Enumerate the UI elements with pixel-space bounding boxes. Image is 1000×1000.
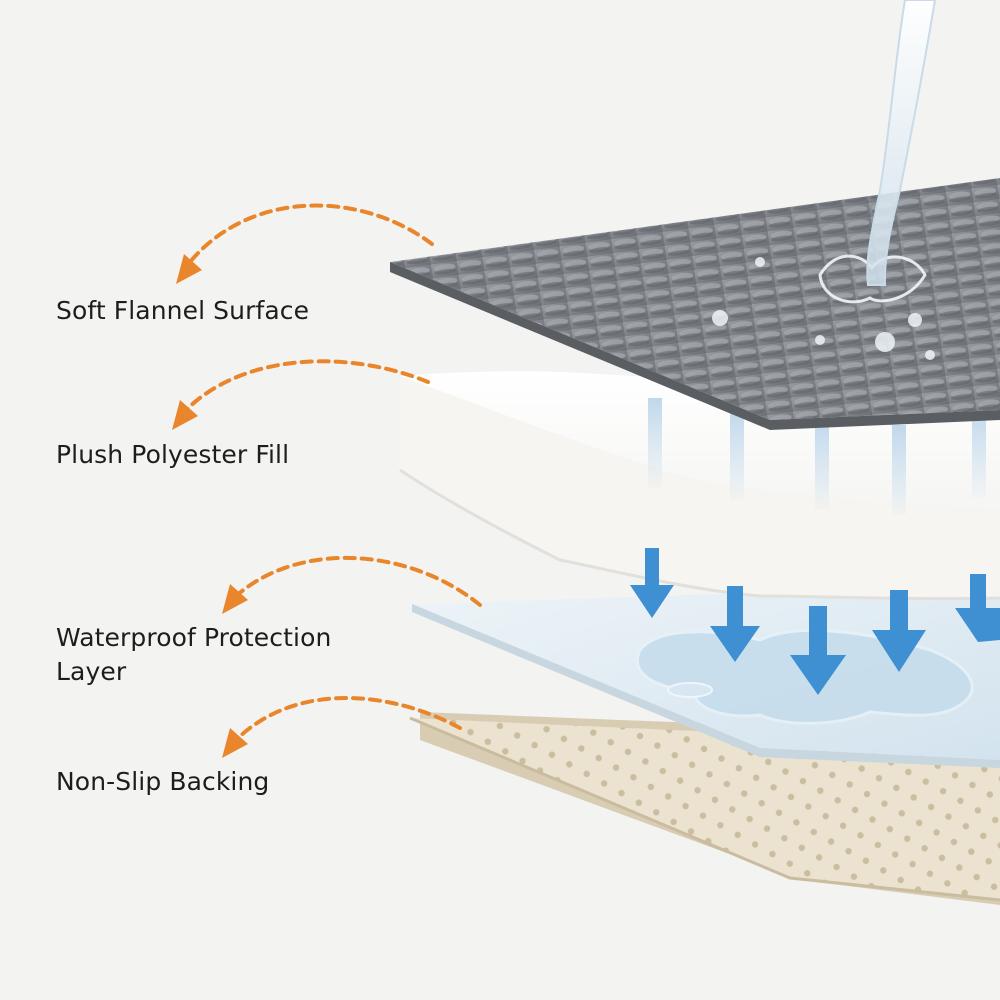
down-arrow-icon [710, 586, 760, 662]
down-arrow-icon [872, 590, 926, 672]
curved-dashed-arrow-icon [234, 555, 482, 607]
annotation-arrowheads [172, 254, 248, 758]
down-arrow-icon [955, 574, 1000, 642]
curved-dashed-arrow-icon [188, 203, 434, 264]
annotation-arrows [184, 203, 482, 742]
fill-layer [399, 371, 1000, 601]
label-waterproof-protection-layer: Waterproof Protection Layer [56, 623, 332, 686]
label-soft-flannel-surface: Soft Flannel Surface [56, 296, 310, 325]
label-plush-polyester-fill: Plush Polyester Fill [56, 440, 290, 469]
curved-dashed-arrow-icon [184, 359, 430, 412]
down-arrow-icon [630, 548, 674, 618]
curved-dashed-arrow-icon [234, 696, 462, 742]
down-arrow-icon [790, 606, 846, 695]
flannel-layer [390, 178, 1000, 430]
water-stream-icon [866, 0, 937, 286]
label-non-slip-backing: Non-Slip Backing [56, 767, 270, 796]
flow-arrows [630, 548, 1000, 695]
